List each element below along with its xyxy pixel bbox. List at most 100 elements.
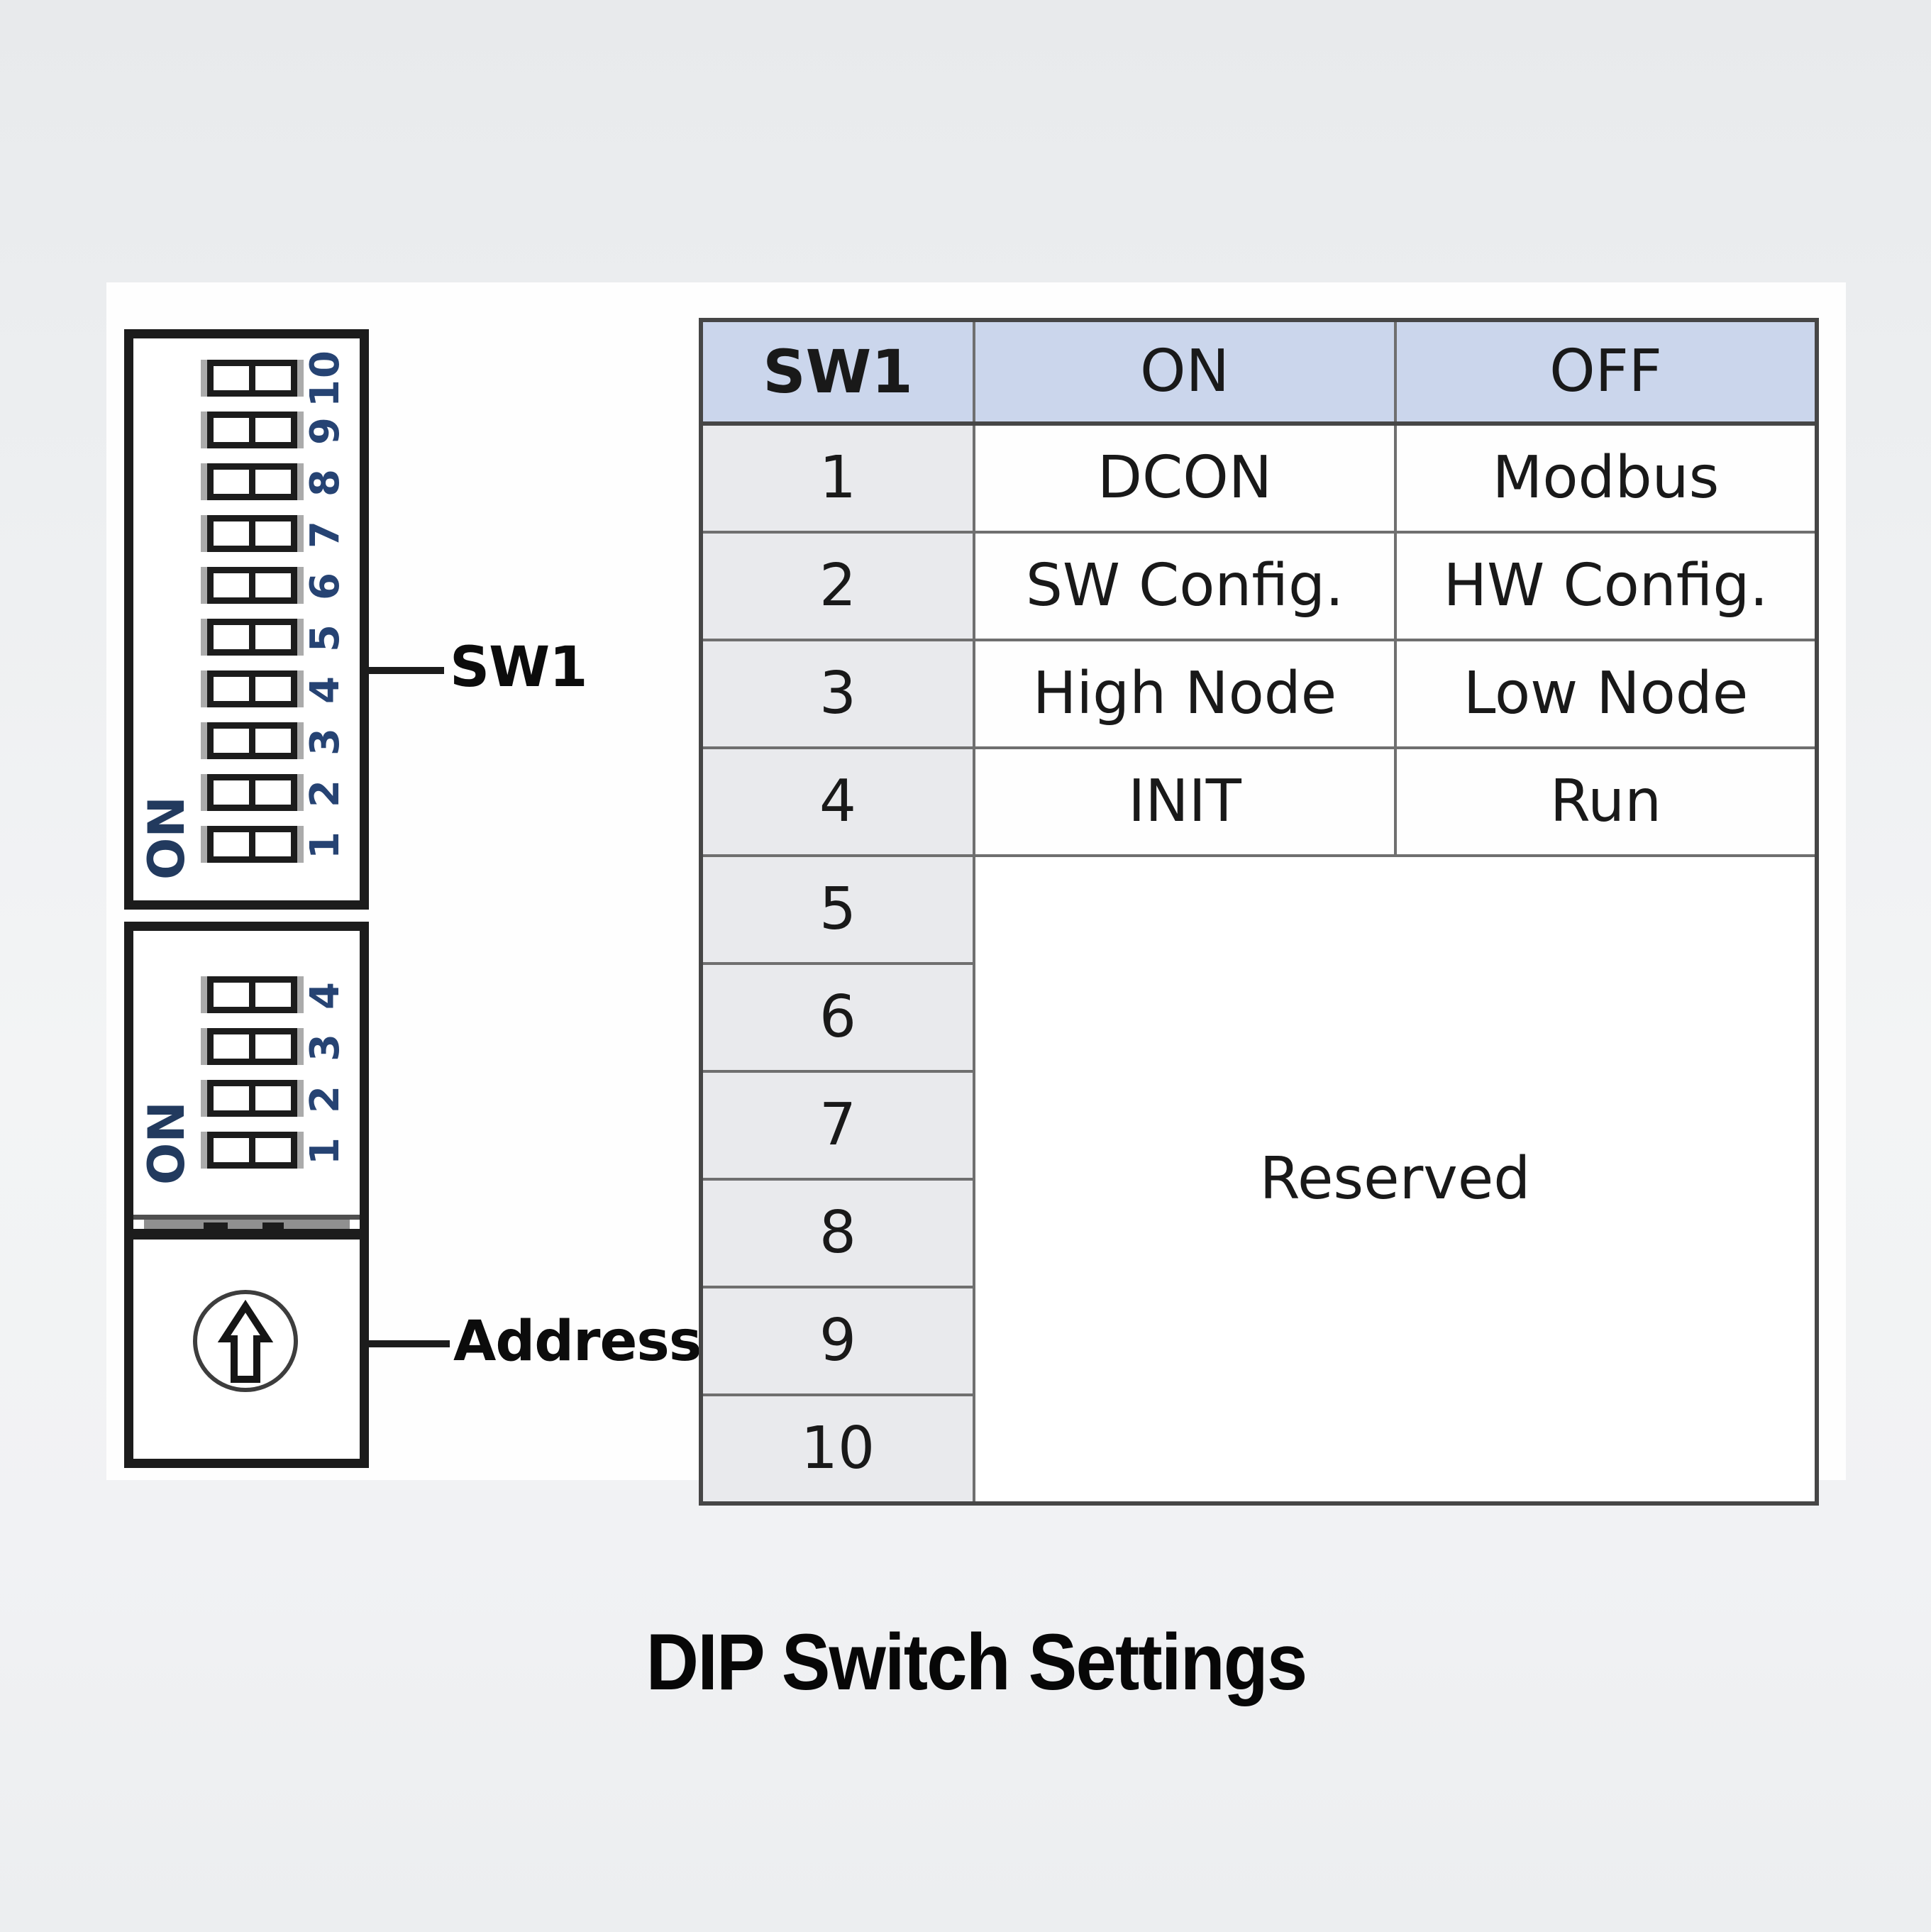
- off-value-cell: Low Node: [1394, 639, 1818, 749]
- switch-slot-shade: [297, 412, 304, 448]
- dip-block-address: ON 4 3: [124, 922, 369, 1468]
- address-callout-label: Address: [453, 1310, 702, 1374]
- on-value-cell: SW Config.: [973, 531, 1397, 641]
- clip-tooth: [204, 1222, 228, 1230]
- dip-switch-diagram: ON 10 9: [124, 329, 763, 1500]
- sw1-callout-line: [369, 667, 444, 674]
- switch-slot-shade: [201, 774, 207, 811]
- page-title: DIP Switch Settings: [646, 1618, 1308, 1706]
- switch-id-cell: 5: [699, 854, 975, 965]
- dip-switch: [207, 412, 297, 448]
- table-header-row: SW1 ON OFF: [699, 319, 1818, 426]
- up-arrow-rotary-dial-icon: [193, 1290, 298, 1392]
- switch-slot-shade: [201, 1028, 207, 1065]
- off-value-cell: Modbus: [1394, 422, 1818, 534]
- header-sw1: SW1: [699, 319, 975, 426]
- dip-switch-row: 4: [201, 976, 360, 1013]
- on-label: ON: [138, 796, 196, 881]
- table-row: 9: [699, 1286, 1817, 1396]
- switch-slot-shade: [297, 976, 304, 1013]
- switch-number-label: 3: [302, 1032, 348, 1061]
- switch-slot-shade: [201, 976, 207, 1013]
- switch-slot-shade: [297, 463, 304, 500]
- switch-id-cell: 6: [699, 962, 975, 1073]
- switch-number-label: 9: [302, 415, 348, 445]
- reserved-cell: Reserved: [973, 854, 1818, 1505]
- dip-switch-row: 1: [201, 1132, 360, 1169]
- table-row: 4 INIT Run: [699, 746, 1818, 857]
- on-value-cell: High Node: [973, 639, 1397, 749]
- clip-tooth: [262, 1222, 284, 1230]
- switch-slot-shade: [201, 722, 207, 759]
- switch-slot-shade: [297, 515, 304, 552]
- switch-number-label: 7: [302, 519, 348, 548]
- switch-id-cell: 9: [699, 1286, 975, 1396]
- switch-number-label: 2: [302, 1083, 348, 1113]
- switch-slot-shade: [297, 1132, 304, 1169]
- table-row: 10: [699, 1393, 1817, 1505]
- switch-stack: 4 3 2: [133, 931, 360, 1215]
- switch-id-cell: 10: [699, 1393, 975, 1505]
- switch-number-label: 6: [302, 570, 348, 600]
- switch-id-cell: 2: [699, 531, 975, 641]
- dip-switch-row: 1: [201, 826, 360, 863]
- dip-switch: [207, 826, 297, 863]
- dip-switch-row: 5: [201, 619, 360, 656]
- switch-number-label: 1: [302, 1135, 348, 1165]
- dip-switch: [207, 515, 297, 552]
- switch-slot-shade: [297, 1080, 304, 1117]
- dip-switch: [207, 1028, 297, 1065]
- dip-switch: [207, 360, 297, 397]
- dip-switch: [207, 567, 297, 604]
- switch-slot-shade: [201, 826, 207, 863]
- switch-number-label: 4: [302, 674, 348, 704]
- switch-number-label: 1: [302, 829, 348, 859]
- switch-number-label: 2: [302, 778, 348, 807]
- switch-id-cell: 1: [699, 422, 975, 534]
- switch-id-cell: 3: [699, 639, 975, 749]
- dip-switch: [207, 1080, 297, 1117]
- switch-number-label: 3: [302, 726, 348, 756]
- switch-slot-shade: [201, 1080, 207, 1117]
- switch-slot-shade: [201, 670, 207, 707]
- dip-switch: [207, 619, 297, 656]
- on-value-cell: INIT: [973, 746, 1397, 857]
- switch-slot-shade: [201, 463, 207, 500]
- switch-id-cell: 8: [699, 1178, 975, 1288]
- dip-switch-row: 4: [201, 670, 360, 707]
- din-clip-divider: [133, 1222, 360, 1240]
- table-row: 6: [699, 962, 1817, 1073]
- dip-switch: [207, 463, 297, 500]
- switch-slot-shade: [201, 412, 207, 448]
- header-on: ON: [973, 319, 1397, 426]
- dip-block-sw1: ON 10 9: [124, 329, 369, 910]
- switch-id-cell: 7: [699, 1070, 975, 1181]
- dip-switch-row: 3: [201, 722, 360, 759]
- dip-switch-row: 2: [201, 1080, 360, 1117]
- dip-settings-table: SW1 ON OFF 1 DCON Modbus 2 SW Config. HW…: [699, 318, 1819, 1506]
- content-panel: ON 10 9: [106, 282, 1846, 1506]
- switch-slot-shade: [201, 1132, 207, 1169]
- on-label: ON: [138, 1101, 196, 1186]
- switch-number-label: 4: [302, 980, 348, 1010]
- dip-switch: [207, 774, 297, 811]
- din-clip-gap: [133, 1220, 360, 1229]
- address-callout-line: [369, 1340, 450, 1347]
- switch-slot-shade: [201, 567, 207, 604]
- dip-switch-row: 10: [201, 349, 360, 407]
- switch-slot-shade: [201, 515, 207, 552]
- table-row: 2 SW Config. HW Config.: [699, 531, 1818, 641]
- switch-slot-shade: [297, 774, 304, 811]
- switch-stack: 10 9 8: [133, 338, 360, 863]
- din-clip-shadow-line: [133, 1215, 360, 1220]
- dip-switch-row: 3: [201, 1028, 360, 1065]
- switch-slot-shade: [297, 826, 304, 863]
- switch-slot-shade: [297, 619, 304, 656]
- switch-slot-shade: [201, 360, 207, 397]
- sw1-callout-label: SW1: [450, 636, 587, 700]
- dip-switch-row: 8: [201, 463, 360, 500]
- switch-slot-shade: [297, 567, 304, 604]
- table-row: 1 DCON Modbus: [699, 422, 1818, 534]
- table-row: 8: [699, 1178, 1817, 1288]
